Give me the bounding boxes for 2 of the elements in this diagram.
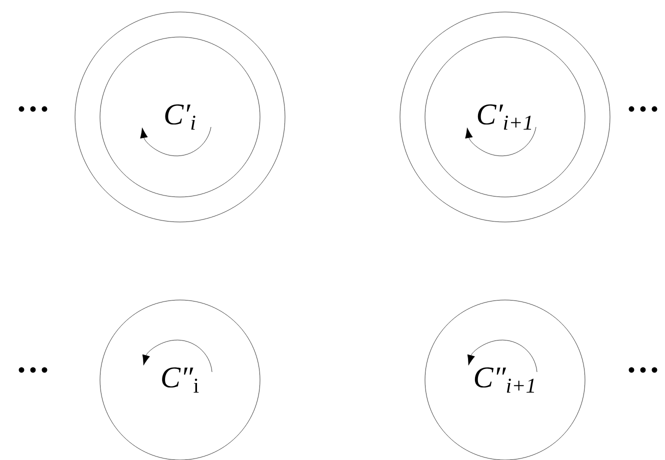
ellipsis: ... xyxy=(628,367,658,373)
ellipsis: ... xyxy=(18,367,48,373)
